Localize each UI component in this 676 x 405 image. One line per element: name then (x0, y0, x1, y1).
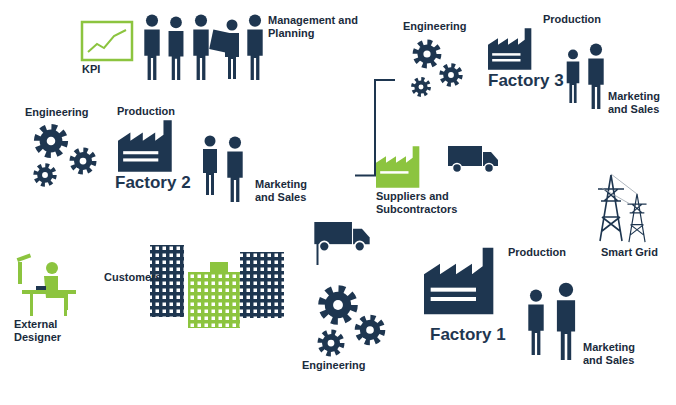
gear-icon (442, 66, 460, 84)
factory-ellipse: Factory 1ProductionEngineeringMarketing … (280, 265, 670, 395)
icon-label: Smart Grid (601, 246, 661, 259)
factory-ellipse: Factory 3EngineeringProductionMarketing … (395, 35, 657, 125)
network-line (355, 80, 395, 176)
factory-icon (488, 28, 531, 70)
factory-ellipse: Factory 2EngineeringProductionMarketing … (5, 118, 355, 233)
person-icon (203, 136, 217, 196)
area-label: Marketing and Sales (255, 178, 313, 203)
person-icon (557, 283, 575, 360)
icon-label: Customers (104, 271, 161, 284)
factory-name: Factory 3 (488, 71, 564, 91)
gear-icon (73, 151, 94, 172)
area-label: Marketing and Sales (608, 90, 666, 115)
pylon-icon (627, 194, 646, 242)
area-label: Production (117, 105, 175, 118)
icon-label: External Designer (14, 318, 74, 343)
area-label: Engineering (25, 106, 89, 119)
gear-icon (416, 43, 438, 65)
kpi-chart (82, 22, 132, 60)
gear-icon (321, 333, 342, 354)
gear-icon (413, 79, 428, 94)
network-line (317, 233, 318, 265)
supplier-factory (376, 146, 419, 188)
person-icon (528, 290, 543, 355)
area-label: Engineering (403, 20, 467, 33)
gear-icon (323, 290, 354, 321)
factory-name: Factory 1 (430, 325, 506, 345)
area-label: Production (543, 13, 601, 26)
truck-icon (448, 146, 498, 173)
area-label: Marketing and Sales (583, 341, 641, 366)
pylon-icon (598, 175, 624, 241)
area-label: Engineering (302, 359, 366, 372)
factory-icon (424, 248, 493, 315)
person-icon (227, 137, 242, 202)
gear-icon (38, 128, 65, 155)
icon-label: Suppliers and Subcontractors (376, 190, 476, 215)
customer-buildings (150, 245, 284, 328)
person-icon (567, 49, 580, 103)
factory-icon (118, 120, 172, 172)
factory-name: Factory 2 (115, 173, 191, 193)
area-label: Production (508, 246, 566, 259)
person-icon (588, 44, 603, 109)
external-designer (17, 253, 76, 316)
gear-icon (36, 166, 54, 184)
icon-label: KPI (82, 63, 100, 76)
truck-icon (314, 222, 369, 251)
gear-icon (358, 318, 382, 342)
icon-label: Management and Planning (268, 14, 363, 39)
management-people (144, 15, 262, 80)
